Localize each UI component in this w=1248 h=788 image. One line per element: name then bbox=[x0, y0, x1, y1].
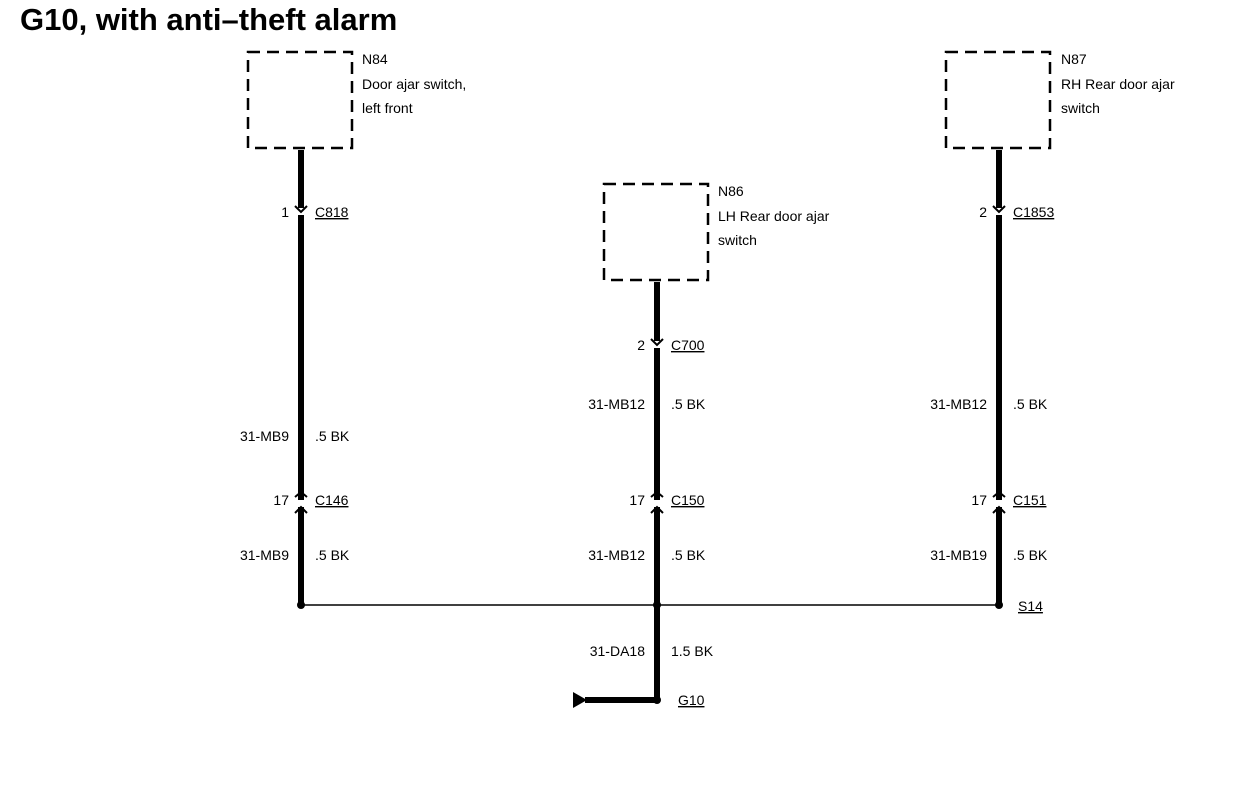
component-n87-desc2: switch bbox=[1061, 100, 1100, 116]
connector-mark-c151 bbox=[992, 490, 1006, 514]
component-n84-desc2: left front bbox=[362, 100, 413, 116]
wire-right-upper-spec: .5 BK bbox=[1013, 396, 1048, 412]
component-n87-desc1: RH Rear door ajar bbox=[1061, 76, 1175, 92]
wire-right-lower-circuit: 31-MB19 bbox=[930, 547, 987, 563]
wire-ground-circuit: 31-DA18 bbox=[590, 643, 645, 659]
connector-c150-pin: 17 bbox=[629, 492, 645, 508]
wire-left-lower-circuit: 31-MB9 bbox=[240, 547, 289, 563]
connector-c151-pin: 17 bbox=[971, 492, 987, 508]
component-n84-id: N84 bbox=[362, 51, 388, 67]
connector-c146-pin: 17 bbox=[273, 492, 289, 508]
wire-right-upper-circuit: 31-MB12 bbox=[930, 396, 987, 412]
ground-label: G10 bbox=[678, 692, 705, 708]
wire-mid-lower-circuit: 31-MB12 bbox=[588, 547, 645, 563]
wire-mid-lower-spec: .5 BK bbox=[671, 547, 706, 563]
connector-mark-c146 bbox=[294, 490, 308, 514]
component-n86-id: N86 bbox=[718, 183, 744, 199]
wire-left-lower-spec: .5 BK bbox=[315, 547, 350, 563]
connector-c1853-pin: 2 bbox=[979, 204, 987, 220]
component-box-n86 bbox=[602, 182, 710, 282]
splice-dot-left bbox=[297, 601, 305, 609]
splice-dot-right bbox=[995, 601, 1003, 609]
page-title: G10, with anti–theft alarm bbox=[20, 2, 398, 37]
wire-left-upper-circuit: 31-MB9 bbox=[240, 428, 289, 444]
connector-c700-pin: 2 bbox=[637, 337, 645, 353]
connector-c1853-name: C1853 bbox=[1013, 204, 1054, 220]
component-box-n87 bbox=[944, 50, 1052, 150]
component-n86-desc1: LH Rear door ajar bbox=[718, 208, 830, 224]
wire-right-lower-spec: .5 BK bbox=[1013, 547, 1048, 563]
component-n84-desc1: Door ajar switch, bbox=[362, 76, 466, 92]
wire-mid-upper-circuit: 31-MB12 bbox=[588, 396, 645, 412]
splice-label: S14 bbox=[1018, 598, 1043, 614]
connector-c150-name: C150 bbox=[671, 492, 705, 508]
component-n86-desc2: switch bbox=[718, 232, 757, 248]
wire-ground-spec: 1.5 BK bbox=[671, 643, 714, 659]
connector-mark-c700 bbox=[650, 338, 664, 348]
wire-mid-upper-spec: .5 BK bbox=[671, 396, 706, 412]
splice-dot-mid bbox=[653, 601, 661, 609]
connector-mark-c818 bbox=[294, 205, 308, 215]
connector-c151-name: C151 bbox=[1013, 492, 1047, 508]
connector-mark-c150 bbox=[650, 490, 664, 514]
component-box-n84 bbox=[246, 50, 354, 150]
ground-symbol bbox=[573, 692, 661, 708]
connector-c146-name: C146 bbox=[315, 492, 349, 508]
connector-c818-name: C818 bbox=[315, 204, 349, 220]
component-n87-id: N87 bbox=[1061, 51, 1087, 67]
connector-c700-name: C700 bbox=[671, 337, 705, 353]
connector-mark-c1853 bbox=[992, 205, 1006, 215]
connector-c818-pin: 1 bbox=[281, 204, 289, 220]
wire-left-upper-spec: .5 BK bbox=[315, 428, 350, 444]
